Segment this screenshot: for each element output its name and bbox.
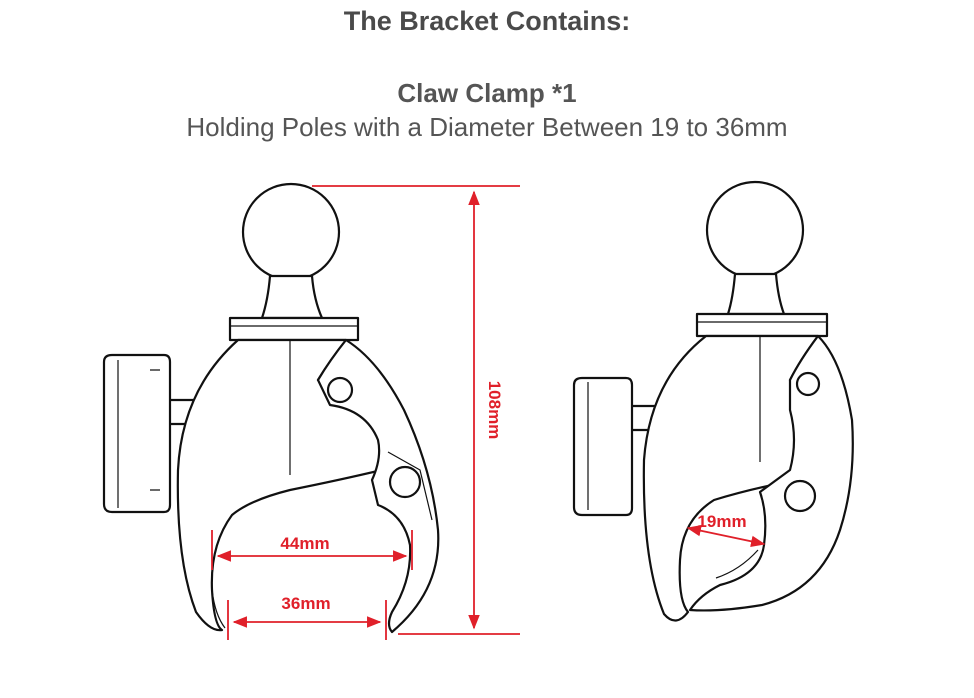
opening-label: 36mm (281, 594, 330, 613)
min-opening-dimension: 19mm (686, 512, 766, 547)
item-description: Holding Poles with a Diameter Between 19… (186, 112, 788, 142)
clamp-moving-jaw (688, 334, 854, 612)
item-name: Claw Clamp *1 (397, 78, 577, 108)
min-opening-label: 19mm (697, 512, 746, 531)
max-opening-dimension: 44mm (211, 530, 413, 570)
page-heading: The Bracket Contains: (343, 6, 631, 36)
claw-clamp-closed (572, 180, 854, 622)
max-opening-label: 44mm (280, 534, 329, 553)
ball-mount (228, 182, 360, 342)
height-dimension: 108mm (312, 185, 520, 635)
opening-dimension: 36mm (227, 594, 387, 640)
ball-mount (695, 180, 829, 338)
claw-clamp-open (102, 182, 440, 634)
height-label: 108mm (485, 381, 504, 440)
clamp-moving-jaw (316, 338, 440, 634)
